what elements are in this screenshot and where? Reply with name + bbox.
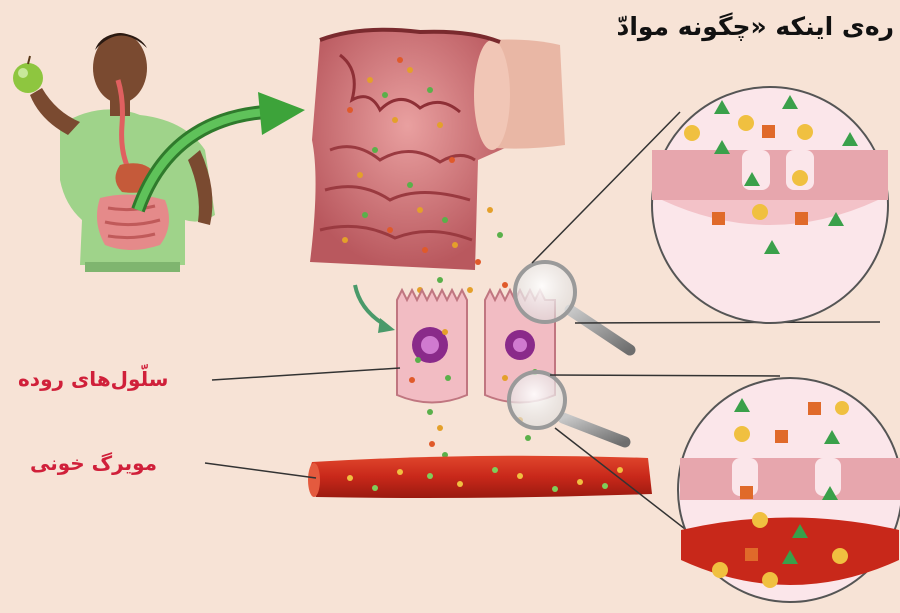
- label-blood-capillary: مویرگ خونی: [30, 451, 157, 475]
- boy-figure: [30, 33, 215, 272]
- blood-capillary: [308, 456, 652, 498]
- label-intestinal-cells: سلّول‌های روده: [18, 367, 168, 391]
- apple-icon: [13, 56, 43, 93]
- intestine-section: [310, 30, 565, 270]
- absorption-arrow: [355, 285, 395, 333]
- magnifier-bottom: [509, 372, 625, 442]
- intestinal-cell-left: [397, 290, 467, 403]
- zoom-circle-cell-membrane: [652, 87, 888, 323]
- zoom-circle-capillary-wall: [678, 378, 900, 602]
- page-title: ره‌ی اینکه «چگونه موادّ: [616, 12, 894, 41]
